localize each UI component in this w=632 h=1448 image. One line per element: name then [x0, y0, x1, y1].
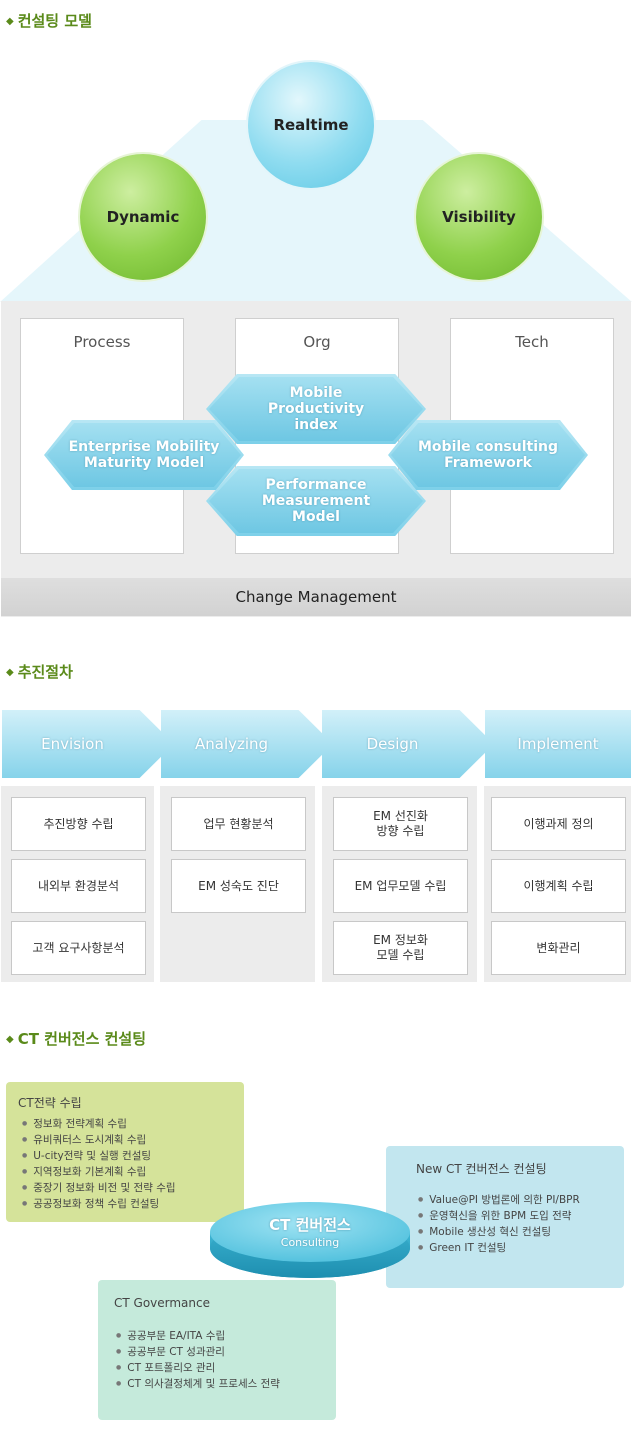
hexagon-enterprise-mobility-label: Enterprise Mobility Maturity Model: [68, 439, 220, 471]
stage-item: 업무 현황분석: [171, 797, 306, 851]
circle-visibility-label: Visibility: [442, 208, 516, 226]
stage-label-design: Design: [366, 735, 419, 753]
list-item: 공공부문 CT 성과관리: [116, 1344, 280, 1360]
ct-strategy-title: CT전략 수립: [18, 1096, 82, 1110]
section-title-text: 컨설팅 모델: [17, 12, 92, 30]
stage-item: EM 정보화 모델 수립: [333, 921, 468, 975]
list-item: Mobile 생산성 혁신 컨설팅: [418, 1224, 580, 1240]
hexagon-enterprise-mobility: Enterprise Mobility Maturity Model: [44, 420, 244, 490]
list-item: U-city전략 및 실행 컨설팅: [22, 1148, 176, 1164]
stage-item: EM 성숙도 진단: [171, 859, 306, 913]
ct-strategy-list: 정보화 전략계획 수립 유비쿼터스 도시계획 수립 U-city전략 및 실행 …: [22, 1116, 176, 1212]
stage-item: 이행과제 정의: [491, 797, 626, 851]
section-title-ct-convergence: ◆CT 컨버전스 컨설팅: [6, 1028, 146, 1049]
ct-new-convergence-title: New CT 컨버전스 컨설팅: [416, 1162, 547, 1176]
section-title-text: CT 컨버전스 컨설팅: [17, 1030, 146, 1048]
stage-label-envision: Envision: [41, 735, 104, 753]
stage-arrow-envision: Envision: [2, 710, 174, 778]
stage-label-analyzing: Analyzing: [194, 735, 269, 753]
ct-new-convergence-list: Value@PI 방법론에 의한 PI/BPR 운영혁신을 위한 BPM 도입 …: [418, 1192, 580, 1256]
column-process-label: Process: [73, 333, 131, 351]
diamond-bullet-icon: ◆: [6, 1034, 14, 1045]
stage-item: 변화관리: [491, 921, 626, 975]
ct-strategy-card: CT전략 수립 정보화 전략계획 수립 유비쿼터스 도시계획 수립 U-city…: [6, 1082, 244, 1222]
list-item: 정보화 전략계획 수립: [22, 1116, 176, 1132]
section-title-consulting-model: ◆컨설팅 모델: [6, 10, 92, 31]
list-item: CT 포트폴리오 관리: [116, 1360, 280, 1376]
section-title-text: 추진절차: [17, 663, 73, 681]
list-item: 공공부문 EA/ITA 수립: [116, 1328, 280, 1344]
ct-center-subtitle: Consulting: [280, 1236, 340, 1249]
column-tech-label: Tech: [515, 333, 549, 351]
hexagon-mobile-productivity: Mobile Productivity index: [206, 374, 426, 444]
column-org-label: Org: [303, 333, 331, 351]
list-item: Green IT 컨설팅: [418, 1240, 580, 1256]
list-item: 운영혁신을 위한 BPM 도입 전략: [418, 1208, 580, 1224]
hexagon-mobile-productivity-label: Mobile Productivity index: [267, 385, 365, 433]
stage-arrow-implement: Implement: [485, 710, 631, 778]
circle-visibility: Visibility: [416, 154, 542, 280]
stage-item: EM 업무모델 수립: [333, 859, 468, 913]
stage-label-implement: Implement: [517, 735, 599, 753]
list-item: 공공정보화 정책 수립 컨설팅: [22, 1196, 176, 1212]
list-item: 유비쿼터스 도시계획 수립: [22, 1132, 176, 1148]
circle-realtime-label: Realtime: [273, 116, 349, 134]
list-item: Value@PI 방법론에 의한 PI/BPR: [418, 1192, 580, 1208]
circle-realtime: Realtime: [248, 62, 374, 188]
ct-governance-card: CT Govermance 공공부문 EA/ITA 수립 공공부문 CT 성과관…: [98, 1280, 336, 1420]
stage-arrow-design: Design: [322, 710, 494, 778]
circle-dynamic-label: Dynamic: [106, 208, 180, 226]
ct-governance-title: CT Govermance: [114, 1296, 210, 1310]
hexagon-mobile-consulting-label: Mobile consulting Framework: [418, 439, 558, 471]
hexagon-mobile-consulting: Mobile consulting Framework: [388, 420, 588, 490]
circle-dynamic: Dynamic: [80, 154, 206, 280]
list-item: CT 의사결정체계 및 프로세스 전략: [116, 1376, 280, 1392]
change-management-bar: Change Management: [1, 578, 631, 616]
stage-item: 이행계획 수립: [491, 859, 626, 913]
change-management-label: Change Management: [235, 588, 397, 606]
section-title-procedure: ◆추진절차: [6, 661, 73, 682]
stage-arrow-analyzing: Analyzing: [161, 710, 333, 778]
stage-item: EM 선진화 방향 수립: [333, 797, 468, 851]
hexagon-performance-measurement-label: Performance Measurement Model: [261, 477, 371, 525]
ct-governance-list: 공공부문 EA/ITA 수립 공공부문 CT 성과관리 CT 포트폴리오 관리 …: [116, 1328, 280, 1392]
stage-item: 내외부 환경분석: [11, 859, 146, 913]
ct-center-disc: [210, 1202, 410, 1278]
stage-item: 추진방향 수립: [11, 797, 146, 851]
ct-center-title: CT 컨버전스: [269, 1216, 351, 1234]
list-item: 지역정보화 기본계획 수립: [22, 1164, 176, 1180]
stage-item: 고객 요구사항분석: [11, 921, 146, 975]
list-item: 중장기 정보화 비전 및 전략 수립: [22, 1180, 175, 1196]
ct-new-convergence-card: New CT 컨버전스 컨설팅 Value@PI 방법론에 의한 PI/BPR …: [386, 1146, 624, 1288]
diamond-bullet-icon: ◆: [6, 667, 14, 678]
hexagon-performance-measurement: Performance Measurement Model: [206, 466, 426, 536]
diamond-bullet-icon: ◆: [6, 16, 14, 27]
